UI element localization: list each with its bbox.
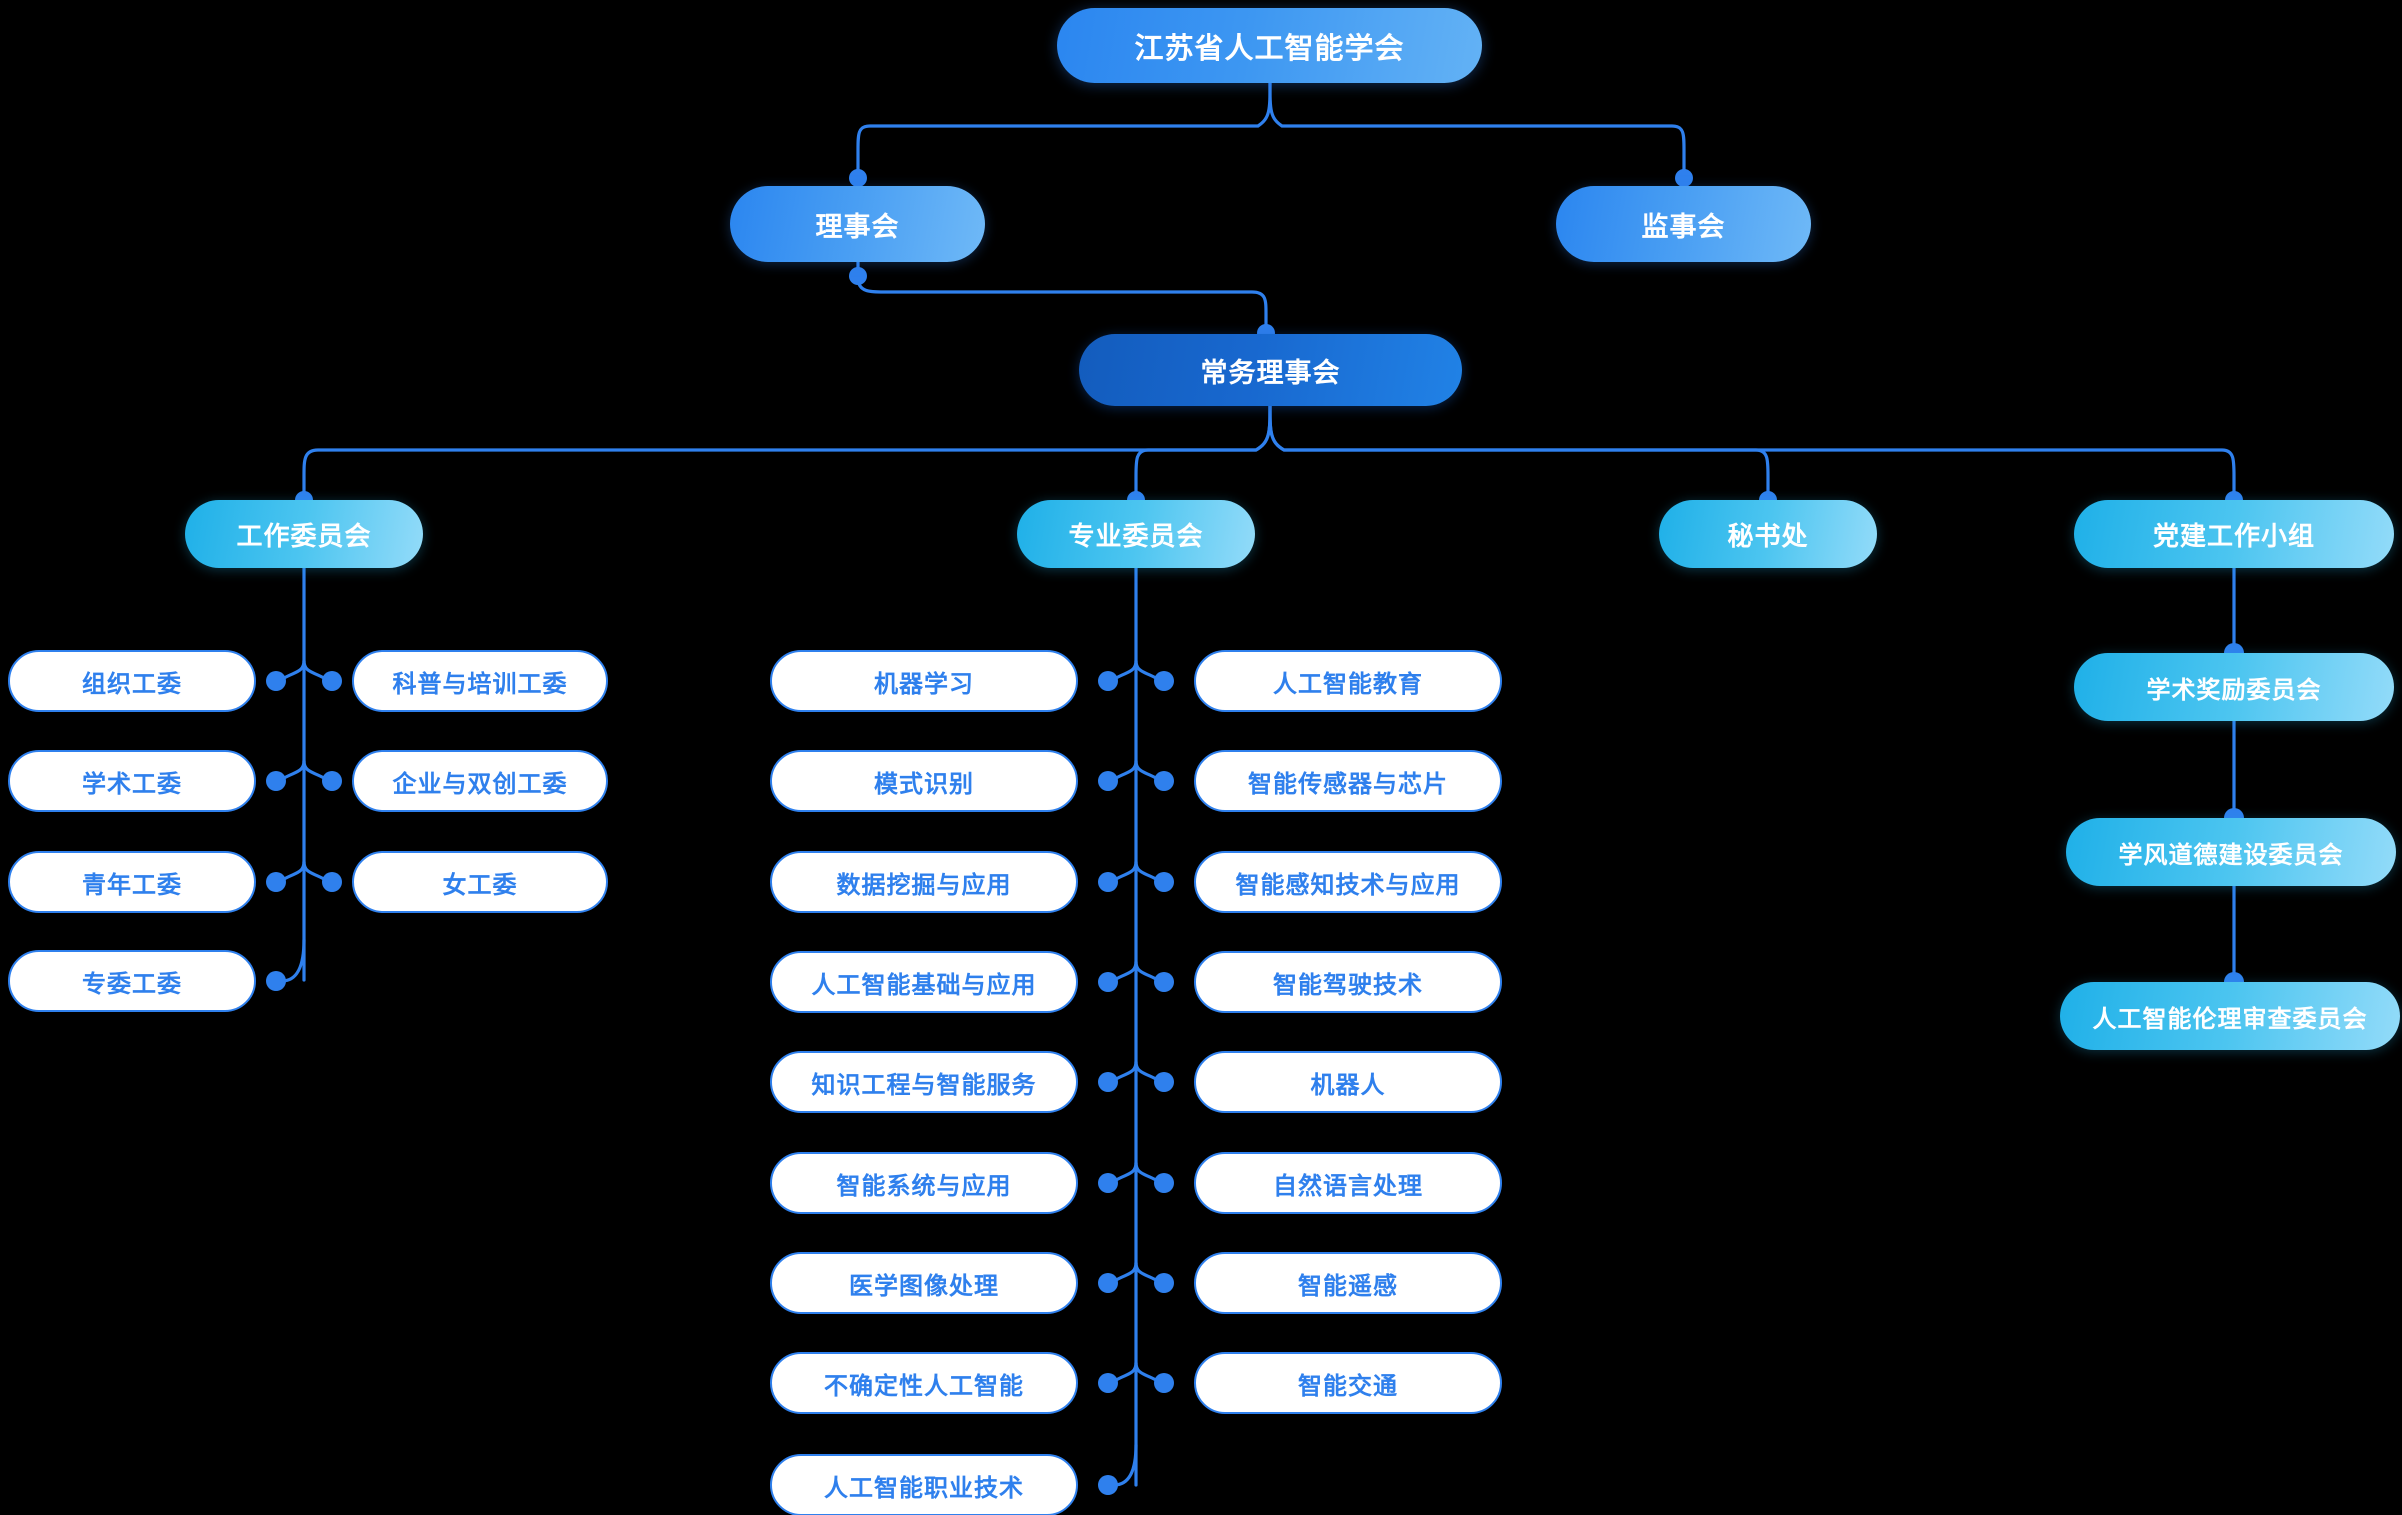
node-board-of-directors[interactable]: 理事会 <box>730 186 985 262</box>
leaf-work-right-2[interactable]: 企业与双创工委 <box>352 750 608 812</box>
leaf-label: 机器人 <box>1310 1071 1386 1099</box>
leaf-label: 智能交通 <box>1298 1372 1398 1400</box>
node-root-label: 江苏省人工智能学会 <box>1134 32 1405 65</box>
leaf-label: 智能感知技术与应用 <box>1235 871 1461 899</box>
leaf-label: 智能驾驶技术 <box>1273 971 1423 999</box>
leaf-prof-left-8[interactable]: 不确定性人工智能 <box>770 1352 1078 1414</box>
leaf-prof-right-5[interactable]: 机器人 <box>1194 1051 1502 1113</box>
node-professional-committee[interactable]: 专业委员会 <box>1017 500 1255 568</box>
leaf-label: 科普与培训工委 <box>392 670 568 698</box>
leaf-label: 机器学习 <box>874 670 974 698</box>
leaf-label: 学术奖励委员会 <box>2146 676 2322 704</box>
node-secretariat[interactable]: 秘书处 <box>1659 500 1877 568</box>
leaf-work-left-2[interactable]: 学术工委 <box>8 750 256 812</box>
leaf-prof-left-2[interactable]: 模式识别 <box>770 750 1078 812</box>
leaf-party-2[interactable]: 学风道德建设委员会 <box>2066 818 2396 886</box>
leaf-prof-right-2[interactable]: 智能传感器与芯片 <box>1194 750 1502 812</box>
leaf-label: 学术工委 <box>82 770 182 798</box>
leaf-prof-right-1[interactable]: 人工智能教育 <box>1194 650 1502 712</box>
leaf-work-right-3[interactable]: 女工委 <box>352 851 608 913</box>
leaf-label: 青年工委 <box>82 871 182 899</box>
leaf-label: 自然语言处理 <box>1273 1172 1423 1200</box>
leaf-prof-right-3[interactable]: 智能感知技术与应用 <box>1194 851 1502 913</box>
leaf-prof-right-6[interactable]: 自然语言处理 <box>1194 1152 1502 1214</box>
node-professional-committee-label: 专业委员会 <box>1068 520 1204 551</box>
leaf-label: 企业与双创工委 <box>392 770 568 798</box>
node-secretariat-label: 秘书处 <box>1727 520 1809 551</box>
leaf-prof-left-1[interactable]: 机器学习 <box>770 650 1078 712</box>
leaf-prof-right-8[interactable]: 智能交通 <box>1194 1352 1502 1414</box>
leaf-prof-right-4[interactable]: 智能驾驶技术 <box>1194 951 1502 1013</box>
node-party-building-group-label: 党建工作小组 <box>2152 520 2315 551</box>
leaf-prof-left-3[interactable]: 数据挖掘与应用 <box>770 851 1078 913</box>
leaf-label: 智能系统与应用 <box>836 1172 1012 1200</box>
leaf-work-left-3[interactable]: 青年工委 <box>8 851 256 913</box>
leaf-label: 专委工委 <box>82 970 182 998</box>
leaf-label: 女工委 <box>442 871 518 899</box>
node-board-of-supervisors-label: 监事会 <box>1641 211 1726 242</box>
node-work-committee[interactable]: 工作委员会 <box>185 500 423 568</box>
leaf-work-right-1[interactable]: 科普与培训工委 <box>352 650 608 712</box>
node-standing-council-label: 常务理事会 <box>1200 357 1341 388</box>
leaf-prof-left-4[interactable]: 人工智能基础与应用 <box>770 951 1078 1013</box>
leaf-label: 数据挖掘与应用 <box>836 871 1012 899</box>
leaf-party-3[interactable]: 人工智能伦理审查委员会 <box>2060 982 2400 1050</box>
leaf-prof-left-9[interactable]: 人工智能职业技术 <box>770 1454 1078 1515</box>
leaf-prof-right-7[interactable]: 智能遥感 <box>1194 1252 1502 1314</box>
node-party-building-group[interactable]: 党建工作小组 <box>2074 500 2394 568</box>
leaf-work-left-1[interactable]: 组织工委 <box>8 650 256 712</box>
node-root[interactable]: 江苏省人工智能学会 <box>1057 8 1482 83</box>
node-standing-council[interactable]: 常务理事会 <box>1079 334 1462 406</box>
leaf-label: 智能遥感 <box>1298 1272 1398 1300</box>
leaf-label: 组织工委 <box>82 670 182 698</box>
node-work-committee-label: 工作委员会 <box>236 520 372 551</box>
leaf-label: 学风道德建设委员会 <box>2118 841 2344 869</box>
node-board-of-supervisors[interactable]: 监事会 <box>1556 186 1811 262</box>
leaf-prof-left-6[interactable]: 智能系统与应用 <box>770 1152 1078 1214</box>
leaf-label: 模式识别 <box>874 770 974 798</box>
leaf-work-left-4[interactable]: 专委工委 <box>8 950 256 1012</box>
node-board-of-directors-label: 理事会 <box>815 211 900 242</box>
leaf-label: 人工智能伦理审查委员会 <box>2092 1005 2368 1033</box>
leaf-prof-left-5[interactable]: 知识工程与智能服务 <box>770 1051 1078 1113</box>
leaf-label: 知识工程与智能服务 <box>811 1071 1037 1099</box>
leaf-label: 智能传感器与芯片 <box>1248 770 1448 798</box>
leaf-party-1[interactable]: 学术奖励委员会 <box>2074 653 2394 721</box>
leaf-label: 人工智能基础与应用 <box>811 971 1037 999</box>
leaf-label: 人工智能职业技术 <box>824 1474 1024 1502</box>
leaf-prof-left-7[interactable]: 医学图像处理 <box>770 1252 1078 1314</box>
leaf-label: 医学图像处理 <box>849 1272 999 1300</box>
leaf-label: 人工智能教育 <box>1273 670 1423 698</box>
leaf-label: 不确定性人工智能 <box>824 1372 1024 1400</box>
